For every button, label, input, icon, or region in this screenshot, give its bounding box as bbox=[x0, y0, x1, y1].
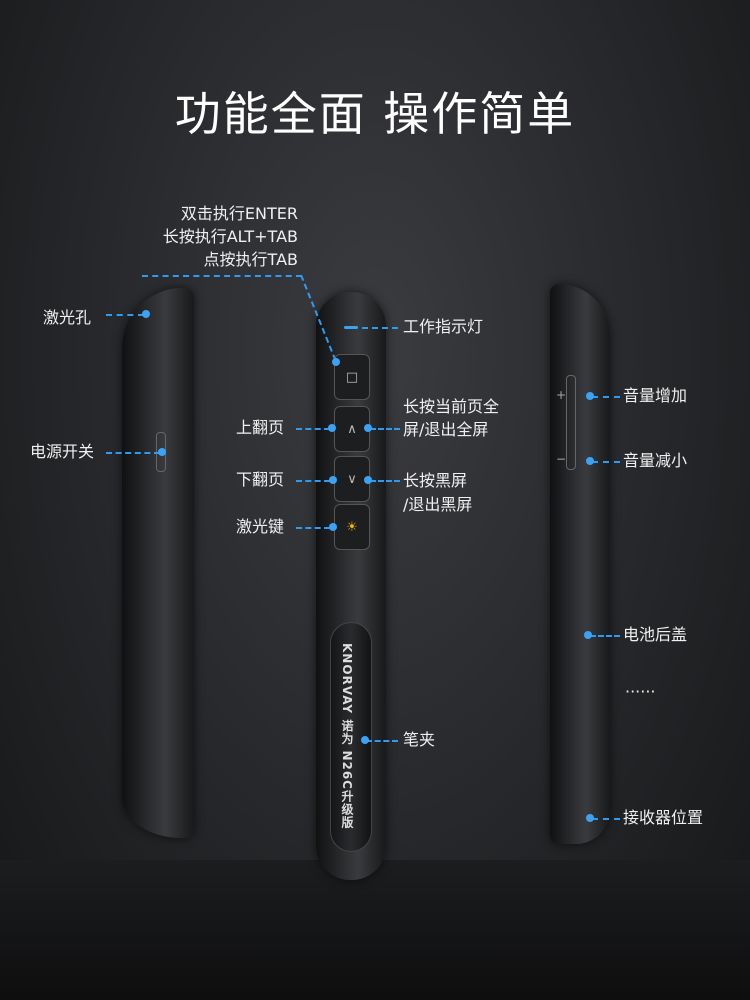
label-laser-key: 激光键 bbox=[236, 517, 285, 536]
plus-mark: + bbox=[556, 388, 567, 402]
label-black-2: /退出黑屏 bbox=[403, 495, 473, 514]
label-page-down: 下翻页 bbox=[236, 470, 285, 489]
label-more: ······ bbox=[625, 682, 656, 701]
leader-dot bbox=[361, 736, 369, 744]
device-front: □ ∧ ∨ ☀ KNORVAY 诺为 N26C升级版 bbox=[316, 292, 386, 880]
leader-line bbox=[592, 396, 620, 398]
volume-rocker[interactable] bbox=[566, 375, 576, 470]
label-page-up: 上翻页 bbox=[236, 418, 285, 437]
leader-dot bbox=[364, 476, 372, 484]
leader-dot bbox=[586, 457, 594, 465]
leader-line bbox=[296, 527, 330, 529]
page-title: 功能全面 操作简单 bbox=[174, 87, 576, 141]
label-indicator: 工作指示灯 bbox=[403, 317, 484, 336]
laser-button[interactable]: ☀ bbox=[334, 504, 370, 550]
leader-line bbox=[106, 314, 144, 316]
device-side-left bbox=[122, 288, 194, 838]
leader-dot bbox=[584, 631, 592, 639]
leader-dot bbox=[329, 476, 337, 484]
leader-dot bbox=[364, 424, 372, 432]
leader-dot bbox=[328, 424, 336, 432]
leader-line bbox=[590, 635, 620, 637]
label-fullscreen-1: 长按当前页全 bbox=[403, 397, 500, 416]
leader-dot bbox=[332, 358, 340, 366]
label-power-switch: 电源开关 bbox=[30, 442, 95, 461]
leader-line bbox=[142, 275, 302, 277]
leader-line bbox=[592, 461, 620, 463]
leader-line bbox=[370, 428, 400, 430]
label-laser-hole: 激光孔 bbox=[43, 308, 92, 327]
label-clip: 笔夹 bbox=[403, 730, 436, 749]
device-side-right bbox=[550, 284, 610, 844]
leader-dot bbox=[142, 310, 150, 318]
pen-clip: KNORVAY 诺为 N26C升级版 bbox=[330, 622, 372, 852]
leader-line bbox=[370, 480, 400, 482]
label-volume-up: 音量增加 bbox=[623, 386, 688, 405]
leader-line bbox=[296, 428, 330, 430]
indicator-light bbox=[344, 326, 358, 329]
leader-line bbox=[296, 480, 330, 482]
leader-dot bbox=[586, 814, 594, 822]
label-battery-cover: 电池后盖 bbox=[623, 625, 688, 644]
label-volume-down: 音量减小 bbox=[623, 451, 688, 470]
brand-logo: KNORVAY 诺为 N26C升级版 bbox=[340, 643, 354, 829]
leader-line bbox=[366, 740, 398, 742]
leader-line bbox=[592, 818, 620, 820]
minus-mark: − bbox=[556, 452, 567, 466]
floor bbox=[0, 860, 750, 1000]
leader-dot bbox=[329, 523, 337, 531]
label-double-click-enter: 双击执行ENTER bbox=[180, 204, 298, 223]
enter-button[interactable]: □ bbox=[334, 354, 370, 400]
leader-line bbox=[362, 327, 398, 329]
leader-dot bbox=[586, 392, 594, 400]
leader-line bbox=[106, 452, 160, 454]
label-receiver: 接收器位置 bbox=[623, 808, 704, 827]
label-long-press-alt-tab: 长按执行ALT+TAB bbox=[162, 227, 298, 246]
label-press-tab: 点按执行TAB bbox=[203, 250, 298, 269]
leader-dot bbox=[158, 448, 166, 456]
label-black-1: 长按黑屏 bbox=[403, 471, 468, 490]
label-fullscreen-2: 屏/退出全屏 bbox=[403, 420, 489, 439]
